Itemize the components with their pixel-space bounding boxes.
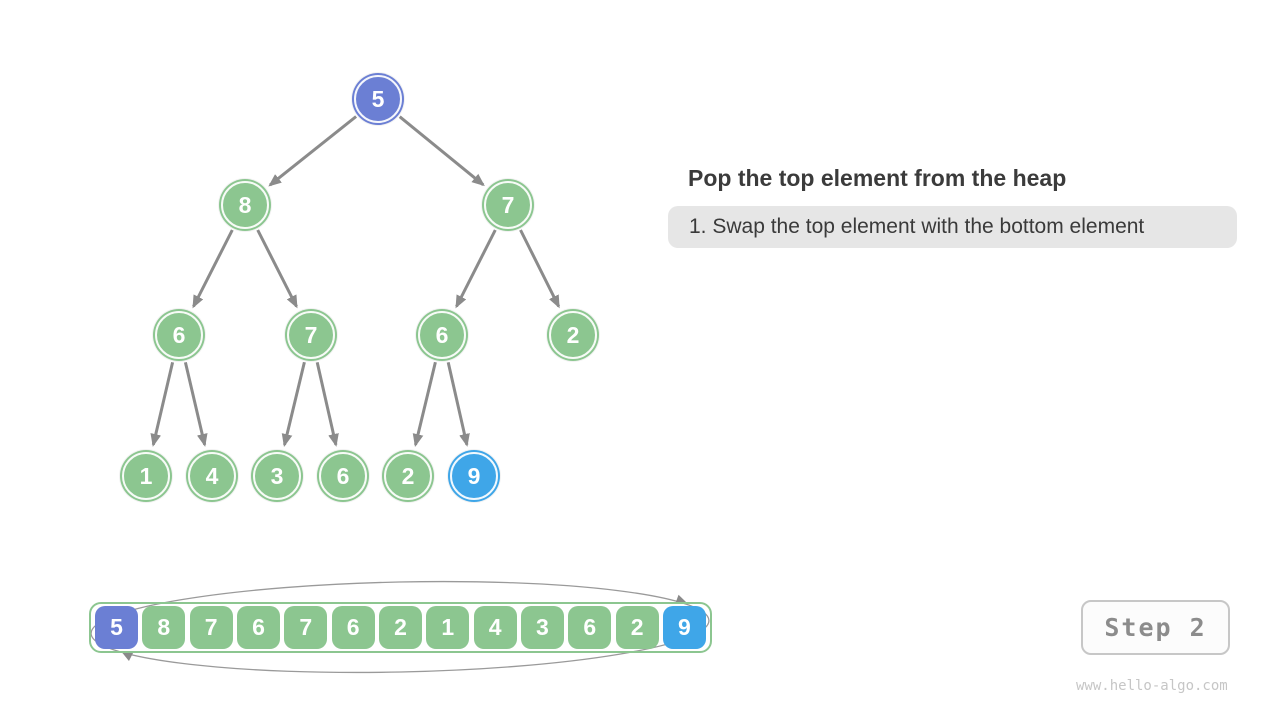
array-cell: 3: [520, 606, 564, 649]
step-badge[interactable]: Step 2: [1081, 600, 1230, 655]
tree-edge: [183, 361, 208, 447]
tree-edge: [256, 229, 298, 309]
tree-edge: [398, 115, 485, 187]
tree-edge: [192, 229, 234, 309]
array-cell: 2: [378, 606, 422, 649]
array-cell: 6: [236, 606, 280, 649]
tree-edge: [281, 361, 306, 448]
tree-edge: [268, 115, 358, 187]
array-cell: 7: [284, 606, 328, 649]
step-note: 1. Swap the top element with the bottom …: [668, 206, 1237, 248]
watermark-url: www.hello-algo.com: [1076, 678, 1228, 694]
tree-edge: [412, 361, 437, 448]
array-cell: 5: [95, 606, 138, 649]
array-cell: 6: [331, 606, 375, 649]
swap-arrowhead-to-first: [122, 652, 134, 662]
tree-edge: [150, 361, 175, 447]
swap-arrowhead-to-last: [675, 594, 687, 604]
page-title: Pop the top element from the heap: [688, 165, 1067, 191]
array-cell: 8: [142, 606, 186, 649]
tree-edge: [446, 361, 470, 447]
tree-edges: [150, 115, 561, 448]
array-cell: 1: [426, 606, 470, 649]
array-cell: 6: [568, 606, 612, 649]
array-cell: 7: [189, 606, 233, 649]
array-cell: 2: [615, 606, 659, 649]
swap-arrow-ellipse: [90, 580, 710, 674]
tree-edge: [519, 229, 561, 309]
array-cell: 9: [662, 606, 706, 649]
tree-edge: [455, 229, 497, 309]
array-cell: 4: [473, 606, 517, 649]
tree-edge: [315, 361, 339, 447]
